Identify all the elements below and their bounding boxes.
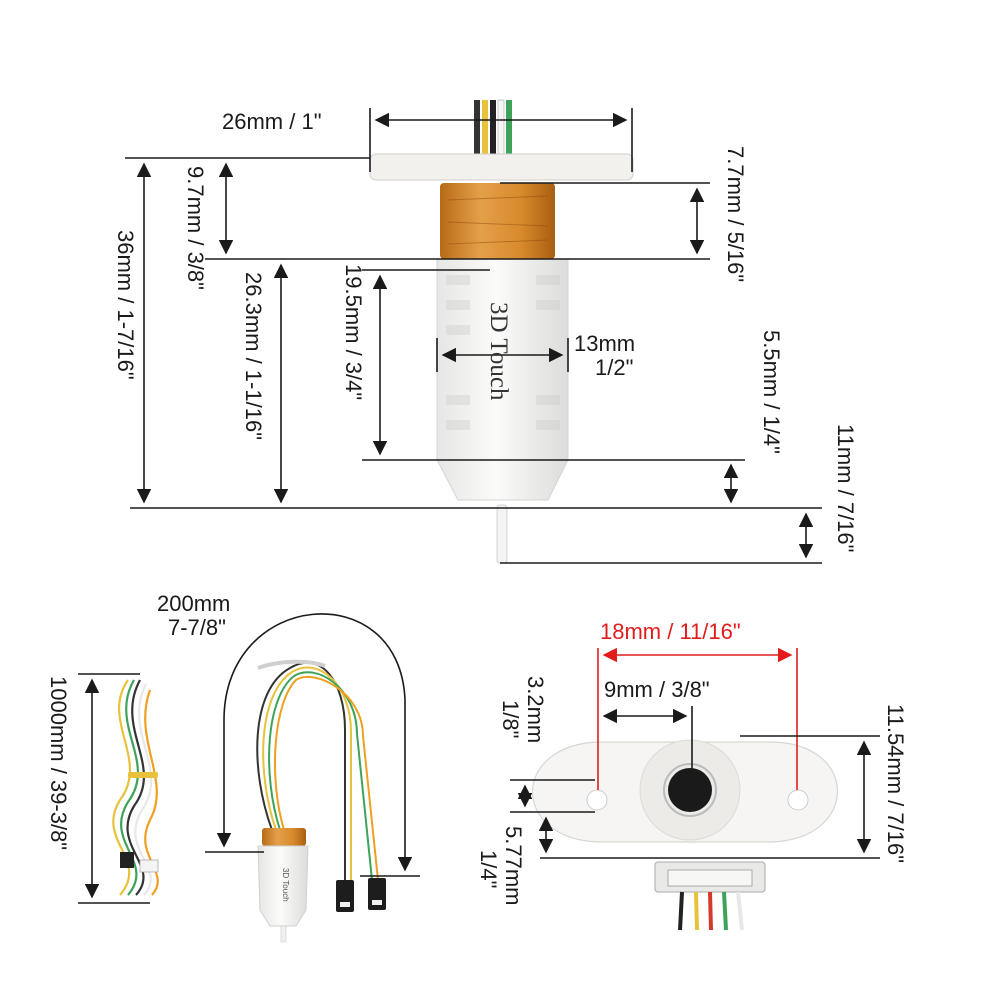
dupont-connectors — [336, 878, 386, 912]
mount-height-label: 11.54mm / 7/16" — [883, 704, 908, 864]
flange-thickness-mm-label: 3.2mm — [523, 676, 548, 744]
tip-taper-label: 5.5mm / 1/4" — [759, 330, 784, 454]
probe-body-ribs — [446, 275, 560, 430]
long-cable-dimension — [78, 673, 150, 904]
body-width-in-label: 1/2" — [595, 355, 634, 380]
probe-pin — [496, 504, 508, 564]
hole-offset-label: 9mm / 3/8" — [604, 677, 710, 702]
probe-body-text: 3D Touch — [485, 302, 512, 401]
probe-flange — [369, 153, 634, 181]
probe-wires — [474, 99, 512, 159]
long-cable-illustration — [112, 679, 159, 896]
short-cable-dimension — [205, 613, 420, 877]
flange-to-body-label: 9.7mm / 3/8" — [183, 166, 208, 290]
body-width-mm-label: 13mm — [574, 331, 636, 356]
body-height-label: 26.3mm / 1-1/16" — [241, 272, 266, 440]
offset-mm-label: 5.77mm — [501, 826, 526, 906]
total-height-label: 36mm / 1-7/16" — [113, 230, 138, 380]
mount-illustration — [532, 739, 838, 931]
flange-thickness-in-label: 1/8" — [498, 700, 523, 739]
body-upper-label: 19.5mm / 3/4" — [341, 264, 366, 401]
mini-probe-text: 3D Touch — [281, 868, 290, 902]
short-cable-mm-label: 200mm — [157, 591, 231, 616]
hole-spacing-label: 18mm / 11/16" — [600, 619, 741, 644]
long-cable-label: 1000mm / 39-3/8" — [46, 676, 71, 851]
short-cable-illustration — [256, 659, 379, 881]
flange-width-label: 26mm / 1" — [222, 109, 322, 134]
probe-dimension-lines — [125, 108, 822, 564]
short-cable-in-label: 7-7/8" — [168, 615, 226, 640]
mount-dimension-lines — [510, 647, 880, 859]
coil-height-label: 7.7mm / 5/16" — [723, 146, 748, 283]
offset-in-label: 1/4" — [476, 850, 501, 889]
probe-coil — [440, 183, 555, 259]
pin-length-label: 11mm / 7/16" — [833, 424, 858, 553]
